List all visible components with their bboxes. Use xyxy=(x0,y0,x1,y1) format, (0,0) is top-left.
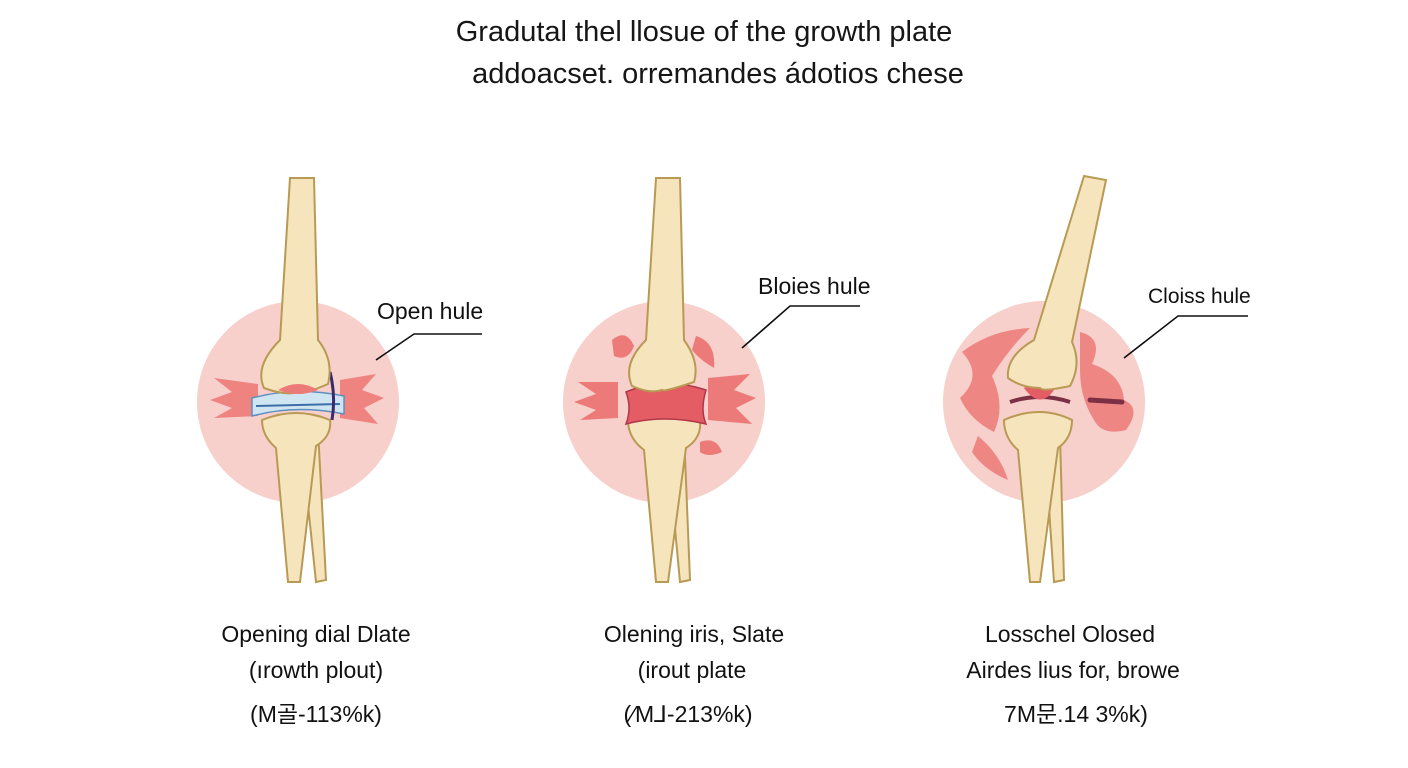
panel-closing-growth-plate xyxy=(563,178,860,582)
caption-closing-line-1: Olening iris, Slate xyxy=(524,620,864,648)
plate-accent xyxy=(1090,400,1122,402)
pointer-label-open: Open hule xyxy=(377,298,483,325)
caption-closed-line-2: Airdes lius for, browe xyxy=(903,656,1243,684)
pointer-label-closing: Bloies hule xyxy=(758,273,871,300)
caption-open-line-1: Opening dial Dlate xyxy=(146,620,486,648)
caption-closed-line-1: Losschel Olosed xyxy=(900,620,1240,648)
caption-closed-line-3: 7M문.14 3%k) xyxy=(906,700,1246,728)
leader-arrow xyxy=(1124,316,1248,358)
caption-open-line-2: (ırowth plout) xyxy=(146,656,486,684)
femur-bone xyxy=(629,178,696,391)
caption-closing-line-3: (⁄M⅃-213%k) xyxy=(518,700,858,728)
caption-closing-line-2: (irout plate xyxy=(522,656,862,684)
leader-arrow xyxy=(742,306,860,348)
femur-bone xyxy=(261,178,329,393)
panel-open-growth-plate xyxy=(197,178,482,582)
panel-closed-growth-plate xyxy=(943,176,1248,582)
pointer-label-closed: Cloiss hule xyxy=(1148,285,1251,309)
caption-open-line-3: (M골-113%k) xyxy=(146,700,486,728)
leader-arrow xyxy=(376,334,482,360)
